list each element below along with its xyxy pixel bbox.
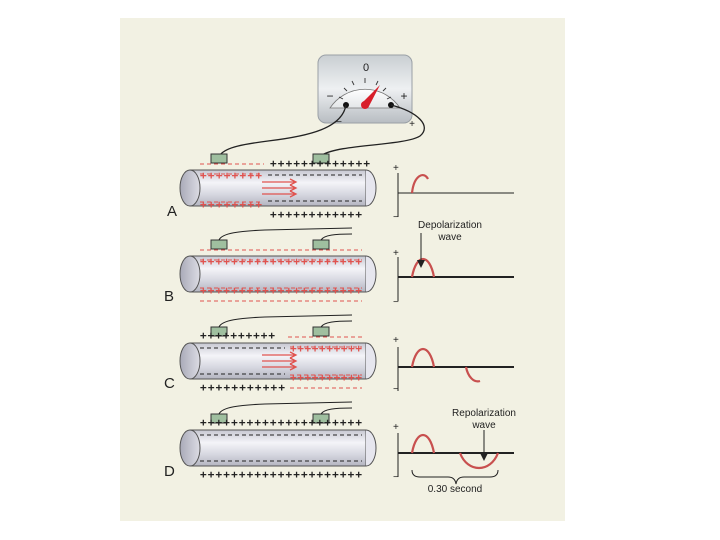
panel-c: ++++++++++++++++++++++++++++++++++++++++…	[179, 314, 514, 394]
duration-label: 0.30 second	[428, 484, 483, 495]
fiber-end-right	[365, 429, 377, 467]
electrode-right	[312, 326, 330, 337]
meter-minus-label: −	[326, 89, 333, 103]
charge-outside-bottom: +++++++++++++++++++++	[200, 468, 362, 481]
repolarization-arrow	[480, 430, 488, 461]
duration-brace	[411, 469, 499, 485]
lead-minus-label: −	[336, 117, 342, 128]
depolarization-label: Depolarization	[418, 220, 482, 231]
lead-plus-label: +	[409, 119, 415, 130]
scope-b-minus: −	[393, 297, 399, 308]
lead-wire-left	[218, 401, 353, 415]
depolarization-deflection	[410, 347, 436, 368]
scope-c-plus: +	[393, 335, 399, 346]
meter-ticks	[338, 78, 392, 100]
lead-wire-right	[320, 407, 353, 415]
charge-outside-top: +++++++++++++++++++++	[200, 416, 362, 429]
charge-inside-top: ++++++++++	[290, 342, 362, 355]
scope-d-plus: +	[393, 422, 399, 433]
repolarization-deflection	[464, 366, 481, 383]
lead-wire-right	[320, 320, 353, 328]
charge-inside-bottom: +++++++++++++++++++++	[200, 284, 362, 297]
panel-d: ++++++++++++++++++++++++++++++++++++++++…	[179, 401, 514, 481]
lead-wire-positive	[321, 104, 425, 156]
lead-wire-left	[218, 227, 353, 241]
scope-a-plus: +	[393, 163, 399, 174]
lead-wire-right	[320, 233, 353, 241]
charge-inside-bottom: ++++++++	[200, 198, 262, 211]
galvanometer: 0 − + − +	[317, 54, 415, 130]
fiber-body	[189, 255, 367, 293]
depolarization-arrow-line	[262, 190, 298, 198]
depolarization-deflection	[410, 257, 436, 278]
repolarization-arrow-line	[262, 351, 298, 359]
electrode-right	[312, 153, 330, 164]
charge-outside-top: ++++++++++	[200, 329, 275, 342]
fiber-body	[189, 429, 367, 467]
charge-outside-bottom: +++++++++++	[200, 381, 285, 394]
fiber-end-right	[365, 342, 377, 380]
meter-zero-label: 0	[363, 62, 369, 74]
repolarization-wave-label: wave	[471, 420, 496, 431]
meter-plus-label: +	[400, 89, 407, 103]
panel-label-d: D	[164, 463, 175, 480]
panel-b: ++++++++++++++++++++++++++++++++++++++++…	[179, 227, 514, 302]
lead-wire-negative	[219, 104, 347, 156]
panel-a: ++++++++++++++++++++++++++++++++++++++++…	[179, 153, 514, 221]
scope-c-minus: −	[393, 384, 399, 395]
electrode-left	[210, 153, 228, 164]
charge-inside-top: +++++++++++++++++++++	[200, 255, 362, 268]
repolarization-arrow-line	[262, 363, 298, 371]
depolarization-arrow-line	[262, 184, 298, 192]
charge-outside-top: +++++++++++++	[270, 157, 370, 170]
needle-pivot	[361, 101, 369, 109]
charge-inside-bottom: ++++++++++	[290, 371, 362, 384]
electrode-right	[312, 239, 330, 250]
panel-label-c: C	[164, 375, 175, 392]
panel-label-b: B	[164, 288, 174, 305]
depolarization-deflection	[410, 433, 436, 454]
scope-a-minus: −	[393, 212, 399, 223]
panel-label-a: A	[167, 203, 177, 220]
depolarization-arrow-line	[262, 178, 298, 186]
charge-inside-top: ++++++++	[200, 169, 262, 182]
depolarization-deflection	[410, 174, 429, 194]
depolarization-arrow	[417, 233, 425, 268]
fiber-end-right	[365, 255, 377, 293]
repolarization-deflection	[458, 452, 500, 469]
scope-d-minus: −	[393, 472, 399, 483]
repolarization-label: Repolarization	[452, 408, 516, 419]
fiber-end-left	[179, 169, 201, 207]
fiber-end-left	[179, 342, 201, 380]
fiber-end-left	[179, 429, 201, 467]
electrode-left	[210, 239, 228, 250]
scope-b-plus: +	[393, 248, 399, 259]
charge-outside-bottom: ++++++++++++	[270, 208, 362, 221]
panels: ++++++++++++++++++++++++++++++++++++++++…	[179, 153, 514, 481]
fiber-end-right	[365, 169, 377, 207]
fiber-end-left	[179, 255, 201, 293]
repolarization-arrow-line	[262, 357, 298, 365]
depolarization-wave-label: wave	[437, 232, 462, 243]
lead-wire-left	[218, 314, 353, 328]
